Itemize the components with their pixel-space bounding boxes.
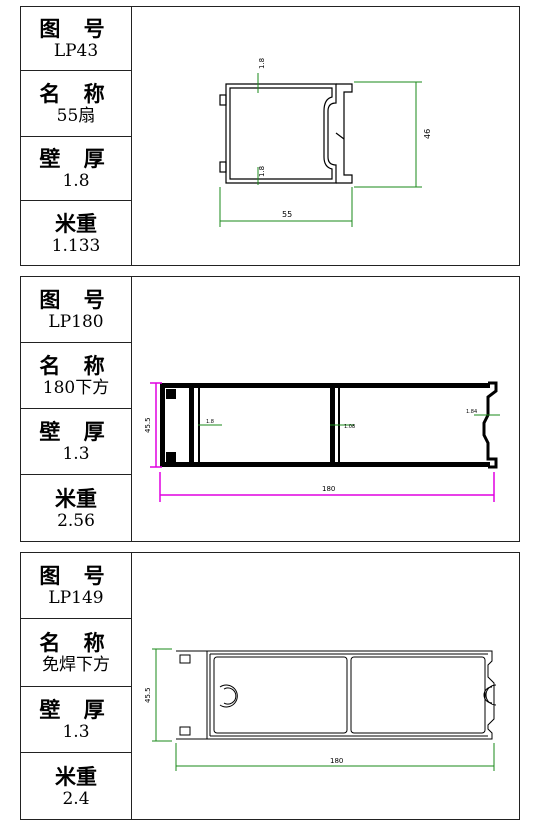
dimension-lines-magenta <box>150 382 495 502</box>
dim-height-text: 45.5 <box>144 417 152 433</box>
weight-label: 米重 <box>55 211 97 236</box>
dimension-lines-green <box>198 414 500 426</box>
dim-wall-c-text: 1.84 <box>466 409 477 415</box>
profile-card-lp149: 图 号 LP149 名 称 免焊下方 壁 厚 1.3 米重 2.4 <box>20 552 520 820</box>
drawing-no-label: 图 号 <box>39 15 113 41</box>
dimension-lines <box>219 73 422 227</box>
wall-value: 1.8 <box>62 170 90 191</box>
dimension-lines <box>152 648 495 771</box>
weight-label: 米重 <box>55 764 97 789</box>
name-cell: 名 称 180下方 <box>21 343 131 409</box>
profile-outline <box>219 83 353 184</box>
profile-outline <box>176 650 497 740</box>
name-cell: 名 称 55扇 <box>21 71 131 137</box>
dim-width-text: 180 <box>330 757 343 765</box>
dim-width-text: 55 <box>282 210 292 219</box>
wall-cell: 壁 厚 1.3 <box>21 687 131 753</box>
dim-wall-bottom-text: 1.8 <box>258 166 266 177</box>
wall-label: 壁 厚 <box>39 418 113 444</box>
drawing-no-value: LP180 <box>48 311 104 332</box>
spec-column: 图 号 LP43 名 称 55扇 壁 厚 1.8 米重 1.133 <box>21 7 132 265</box>
drawing-no-cell: 图 号 LP180 <box>21 277 131 343</box>
spec-column: 图 号 LP149 名 称 免焊下方 壁 厚 1.3 米重 2.4 <box>21 553 132 819</box>
name-cell: 名 称 免焊下方 <box>21 619 131 687</box>
weight-cell: 米重 2.56 <box>21 475 131 543</box>
drawing-no-label: 图 号 <box>39 286 113 312</box>
profile-drawing-lp180: 180 45.5 1.8 1.08 1.84 <box>144 381 500 502</box>
weight-label: 米重 <box>55 486 97 511</box>
weight-cell: 米重 1.133 <box>21 201 131 267</box>
name-value: 180下方 <box>42 377 110 398</box>
weight-value: 1.133 <box>51 236 101 256</box>
spec-column: 图 号 LP180 名 称 180下方 壁 厚 1.3 米重 2.56 <box>21 277 132 541</box>
profile-drawing-lp149: 180 45.5 <box>144 648 497 771</box>
weight-value: 2.56 <box>57 511 95 531</box>
dim-wall-a-text: 1.8 <box>206 419 214 425</box>
name-label: 名 称 <box>39 629 113 655</box>
profile-card-lp43: 图 号 LP43 名 称 55扇 壁 厚 1.8 米重 1.133 <box>20 6 520 266</box>
drawing-no-cell: 图 号 LP149 <box>21 553 131 619</box>
dim-wall-b-text: 1.08 <box>344 424 355 430</box>
drawing-no-value: LP149 <box>48 587 104 608</box>
name-value: 免焊下方 <box>42 654 110 675</box>
weight-value: 2.4 <box>62 789 90 809</box>
weight-cell: 米重 2.4 <box>21 753 131 821</box>
name-label: 名 称 <box>39 352 113 378</box>
wall-label: 壁 厚 <box>39 145 113 171</box>
wall-value: 1.3 <box>62 721 90 742</box>
dim-wall-top-text: 1.8 <box>258 58 266 69</box>
dim-width-text: 180 <box>322 485 335 493</box>
dim-height-text: 45.5 <box>144 687 152 703</box>
wall-value: 1.3 <box>62 443 90 464</box>
dim-height-text: 46 <box>423 129 432 139</box>
wall-cell: 壁 厚 1.8 <box>21 137 131 201</box>
name-label: 名 称 <box>39 80 113 106</box>
drawing-no-value: LP43 <box>53 40 99 61</box>
wall-cell: 壁 厚 1.3 <box>21 409 131 475</box>
profile-drawing-lp43: 55 46 1.8 1.8 <box>219 58 432 227</box>
drawing-no-cell: 图 号 LP43 <box>21 7 131 71</box>
drawing-no-label: 图 号 <box>39 562 113 588</box>
name-value: 55扇 <box>56 105 96 126</box>
profile-card-lp180: 图 号 LP180 名 称 180下方 壁 厚 1.3 米重 2.56 <box>20 276 520 542</box>
wall-label: 壁 厚 <box>39 696 113 722</box>
